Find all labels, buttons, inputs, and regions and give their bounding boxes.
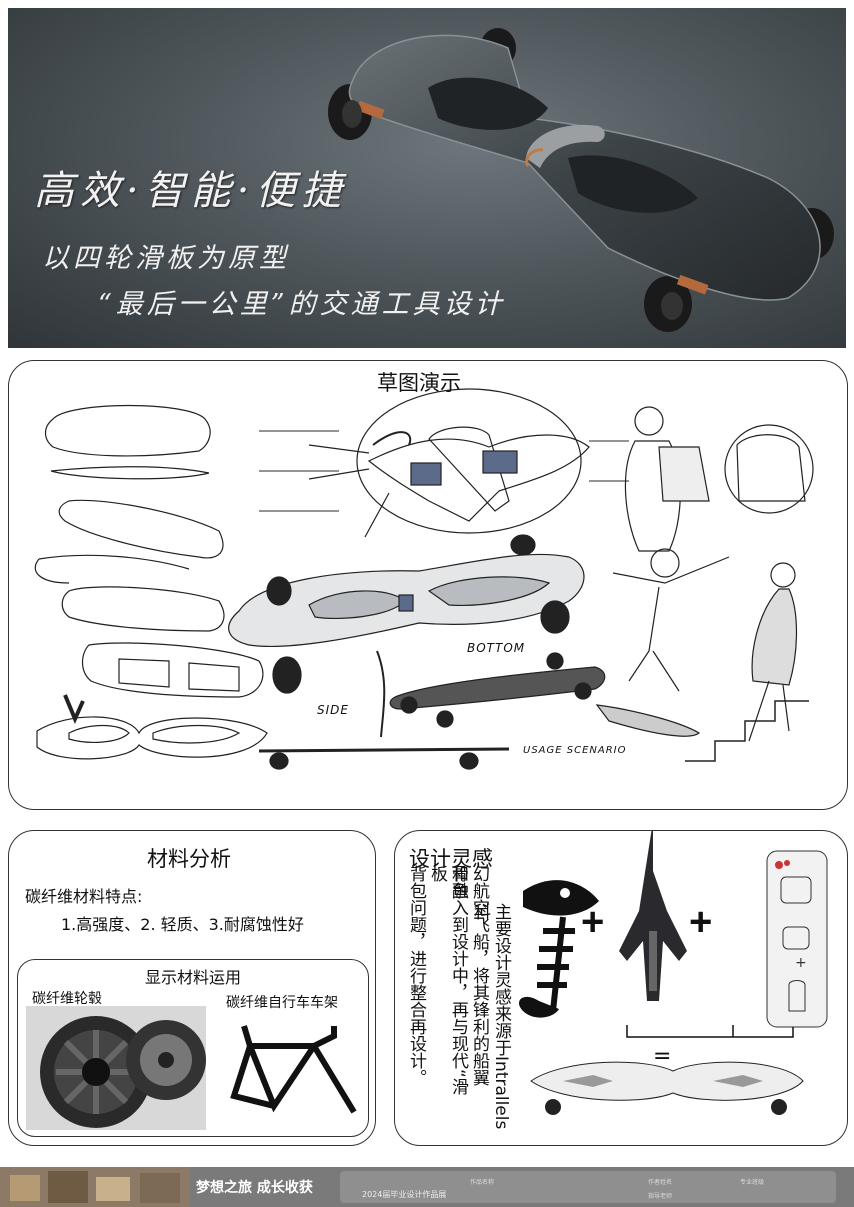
footer-info-box [340, 1171, 836, 1203]
footer-bar: 梦想之旅 成长收获 2024届毕业设计作品展 作品名称 作者姓名 指导老师 专业… [0, 1167, 854, 1207]
label-bottom: BOTTOM [467, 641, 526, 655]
sketch-panel-title: 草图演示 [377, 371, 461, 395]
materials-panel-title: 材料分析 [147, 847, 231, 871]
inspiration-panel-title: 设计灵感 [409, 847, 493, 871]
plus-sign-1: + [581, 900, 604, 944]
materials-panel: 材料分析 碳纤维材料特点: 1.高强度、2. 轻质、3.耐腐蚀性好 显示材料运用… [8, 830, 376, 1146]
inspiration-illustrations: + + + = [518, 831, 828, 1115]
svg-text:+: + [795, 955, 807, 971]
footer-info-2: 作者姓名 [648, 1179, 673, 1186]
fish-bone-icon [518, 880, 599, 1018]
label-side: SIDE [317, 703, 349, 717]
inspiration-text-col3: 骨融入到设计中，再与现代“滑板 [427, 865, 468, 1095]
sketch-illustrations [34, 388, 814, 770]
material-application-title: 显示材料运用 [144, 968, 241, 987]
footer-slogan: 梦想之旅 成长收获 [196, 1180, 313, 1196]
footer-exhibition-title: 2024届毕业设计作品展 [362, 1190, 447, 1199]
caption-carbon-bike-frame: 碳纤维自行车车架 [226, 995, 338, 1011]
hero-title: 高效·智能·便捷 [34, 168, 348, 214]
inspiration-text-col1: 主要设计灵感来源于Intrallels科 [470, 903, 511, 1130]
spaceship-icon [619, 831, 687, 1001]
inspiration-text-col4: 背包问题，进行整合再设计。 [406, 865, 426, 1086]
carbon-fiber-features: 1.高强度、2. 轻质、3.耐腐蚀性好 [61, 915, 304, 934]
carbon-bike-frame-photo [214, 1016, 364, 1126]
footer-info-3: 指导老师 [648, 1193, 673, 1200]
carbon-wheel-photo [26, 1006, 206, 1130]
backpack-ui-sketch: + [766, 850, 828, 1028]
inspiration-panel: 设计灵感 主要设计灵感来源于Intrallels科 幻航空飞船，将其锋利的船翼和… [394, 830, 848, 1146]
caption-carbon-wheel: 碳纤维轮毂 [32, 991, 102, 1007]
skateboard-render [328, 28, 834, 332]
inspiration-text-col2: 幻航空飞船，将其锋利的船翼和鱼 [448, 865, 489, 1086]
plus-sign-2: + [689, 900, 712, 944]
hero-banner: 高效·智能·便捷 以四轮滑板为原型 “最后一公里”的交通工具设计 [8, 8, 846, 348]
footer-collage-image [0, 1167, 190, 1207]
sketch-panel: 草图演示 [8, 360, 848, 810]
hero-subtitle-line1: 以四轮滑板为原型 [42, 243, 290, 274]
equals-sign: = [653, 1044, 671, 1069]
material-application-box: 显示材料运用 碳纤维轮毂 碳纤维自行车车架 [17, 959, 369, 1137]
footer-info-1: 作品名称 [470, 1179, 495, 1186]
carbon-fiber-heading: 碳纤维材料特点: [25, 887, 143, 906]
hero-subtitle-line2: “最后一公里”的交通工具设计 [98, 289, 506, 320]
footer-info-4: 专业班级 [740, 1179, 765, 1186]
label-usage-scenario: USAGE SCENARIO [523, 745, 627, 756]
